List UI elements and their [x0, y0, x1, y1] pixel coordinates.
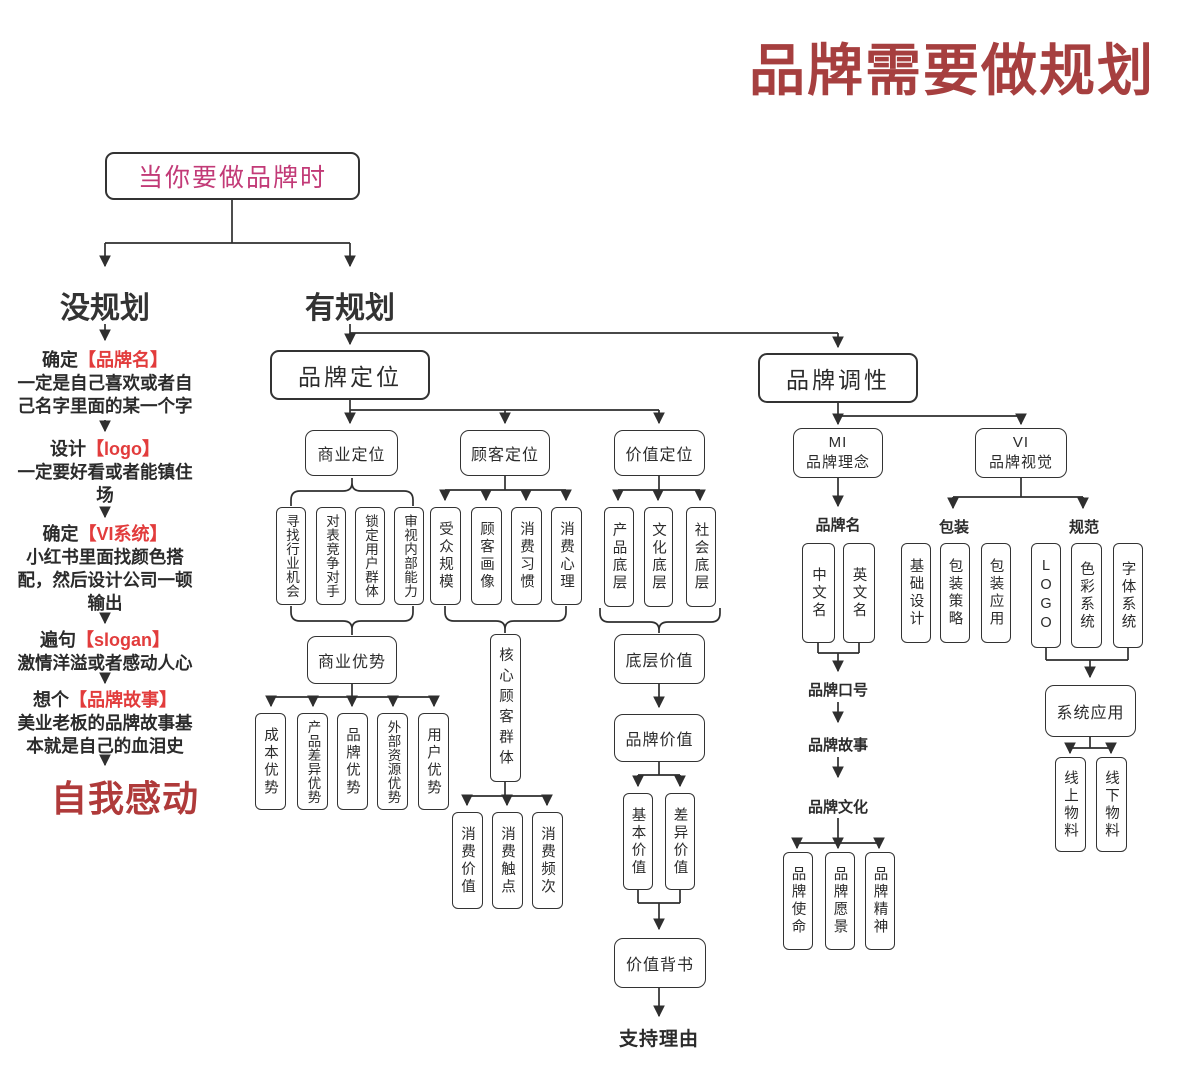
- leaf-node-cost-advantage: 成本优势: [255, 713, 286, 810]
- business-positioning-node: 商业定位: [305, 430, 398, 476]
- no-plan-step-logo: 设计【logo】 一定要好看或者能镇住场: [10, 437, 200, 507]
- step-body: 激情洋溢或者感动人心: [17, 653, 193, 673]
- step-prefix: 想个: [33, 690, 69, 710]
- leaf-node-user-advantage: 用户优势: [418, 713, 449, 810]
- leaf-node-internal-capability: 审视内部能力: [394, 507, 424, 605]
- support-reason-label: 支持理由: [619, 1029, 700, 1050]
- leaf-node-external-resource-advantage: 外部资源优势: [377, 713, 408, 810]
- step-body: 一定是自己喜欢或者自己名字里面的某一个字: [17, 373, 193, 416]
- leaf-node-font-system: 字体系统: [1113, 543, 1143, 648]
- step-prefix: 设计: [50, 439, 86, 459]
- leaf-node-consumption-frequency: 消费频次: [532, 812, 563, 909]
- leaf-node-brand-mission: 品牌使命: [783, 852, 813, 950]
- value-endorsement-node: 价值背书: [614, 938, 706, 988]
- customer-positioning-node: 顾客定位: [460, 430, 550, 476]
- leaf-node-online-materials: 线上物料: [1055, 757, 1086, 852]
- leaf-node-consumption-psychology: 消费心理: [551, 507, 582, 605]
- branch-label-no-plan: 没规划: [60, 292, 150, 325]
- business-advantage-node: 商业优势: [307, 636, 397, 684]
- leaf-node-society-base: 社会底层: [686, 507, 716, 607]
- step-body: 一定要好看或者能镇住场: [17, 462, 193, 505]
- step-highlight: 【品牌故事】: [69, 690, 177, 710]
- system-application-node: 系统应用: [1045, 685, 1136, 737]
- no-plan-step-brand-name: 确定【品牌名】 一定是自己喜欢或者自己名字里面的某一个字: [10, 348, 200, 418]
- leaf-node-product-base: 产品底层: [604, 507, 634, 607]
- brand-culture-label: 品牌文化: [807, 799, 868, 816]
- brand-name-label: 品牌名: [815, 517, 861, 534]
- step-highlight: 【VI系统】: [78, 524, 168, 544]
- leaf-node-packaging-application: 包装应用: [981, 543, 1011, 643]
- step-highlight: 【品牌名】: [78, 350, 168, 370]
- leaf-node-packaging-strategy: 包装策略: [940, 543, 970, 643]
- leaf-node-consumption-value: 消费价值: [452, 812, 483, 909]
- step-heading: 确定【品牌名】: [10, 348, 200, 372]
- packaging-label: 包装: [938, 519, 969, 536]
- leaf-node-industry-opportunity: 寻找行业机会: [276, 507, 306, 605]
- step-heading: 遍句【slogan】: [10, 628, 200, 652]
- core-customer-node: 核心顾客群体: [490, 634, 521, 782]
- branch-label-has-plan: 有规划: [305, 292, 395, 325]
- leaf-node-consumption-touchpoint: 消费触点: [492, 812, 523, 909]
- root-node: 当你要做品牌时: [105, 152, 360, 200]
- leaf-node-brand-advantage: 品牌优势: [337, 713, 368, 810]
- no-plan-step-slogan: 遍句【slogan】 激情洋溢或者感动人心: [10, 628, 200, 675]
- leaf-node-benchmark-competitors: 对表竞争对手: [316, 507, 346, 605]
- leaf-node-english-name: 英文名: [843, 543, 875, 643]
- no-plan-step-brand-story: 想个【品牌故事】 美业老板的品牌故事基本就是自己的血泪史: [10, 688, 200, 758]
- leaf-node-chinese-name: 中文名: [802, 543, 835, 643]
- no-plan-result: 自我感动: [50, 778, 199, 819]
- mi-name: 品牌理念: [805, 454, 870, 471]
- page-title: 品牌需要做规划: [749, 39, 1155, 102]
- brand-story-label: 品牌故事: [807, 737, 868, 754]
- leaf-node-offline-materials: 线下物料: [1096, 757, 1127, 852]
- leaf-node-customer-profile: 顾客画像: [471, 507, 502, 605]
- no-plan-step-vi-system: 确定【VI系统】 小红书里面找颜色搭配，然后设计公司一顿输出: [10, 522, 200, 615]
- mi-abbr: MI: [828, 433, 848, 451]
- step-body: 美业老板的品牌故事基本就是自己的血泪史: [17, 713, 193, 756]
- step-highlight: 【slogan】: [75, 630, 170, 650]
- leaf-node-brand-spirit: 品牌精神: [865, 852, 895, 950]
- leaf-node-brand-vision: 品牌愿景: [825, 852, 855, 950]
- base-layer-value-node: 底层价值: [614, 634, 705, 684]
- step-heading: 设计【logo】: [10, 437, 200, 461]
- leaf-node-color-system: 色彩系统: [1071, 543, 1102, 648]
- step-prefix: 遍句: [39, 630, 76, 650]
- standards-label: 规范: [1068, 519, 1099, 536]
- leaf-node-product-diff-advantage: 产品差异优势: [297, 713, 328, 810]
- brand-value-node: 品牌价值: [614, 714, 705, 762]
- leaf-node-culture-base: 文化底层: [644, 507, 673, 607]
- vi-abbr: VI: [1012, 433, 1030, 451]
- leaf-node-basic-design: 基础设计: [901, 543, 931, 643]
- mi-node: MI 品牌理念: [793, 428, 883, 478]
- leaf-node-logo: LOGO: [1031, 543, 1061, 648]
- step-heading: 确定【VI系统】: [10, 522, 200, 546]
- vi-name: 品牌视觉: [988, 454, 1053, 471]
- value-positioning-node: 价值定位: [614, 430, 705, 476]
- leaf-node-basic-value: 基本价值: [623, 793, 653, 890]
- leaf-node-diff-value: 差异价值: [665, 793, 695, 890]
- brand-slogan-label: 品牌口号: [807, 682, 868, 699]
- step-heading: 想个【品牌故事】: [10, 688, 200, 712]
- step-prefix: 确定: [42, 350, 78, 370]
- brand-positioning-node: 品牌定位: [270, 350, 430, 400]
- brand-tonality-node: 品牌调性: [758, 353, 918, 403]
- leaf-node-audience-scale: 受众规模: [430, 507, 461, 605]
- vi-node: VI 品牌视觉: [975, 428, 1067, 478]
- step-prefix: 确定: [42, 524, 79, 544]
- step-body: 小红书里面找颜色搭配，然后设计公司一顿输出: [17, 547, 193, 613]
- leaf-node-lock-user-group: 锁定用户群体: [355, 507, 385, 605]
- step-highlight: 【logo】: [86, 439, 160, 459]
- leaf-node-consumption-habit: 消费习惯: [511, 507, 542, 605]
